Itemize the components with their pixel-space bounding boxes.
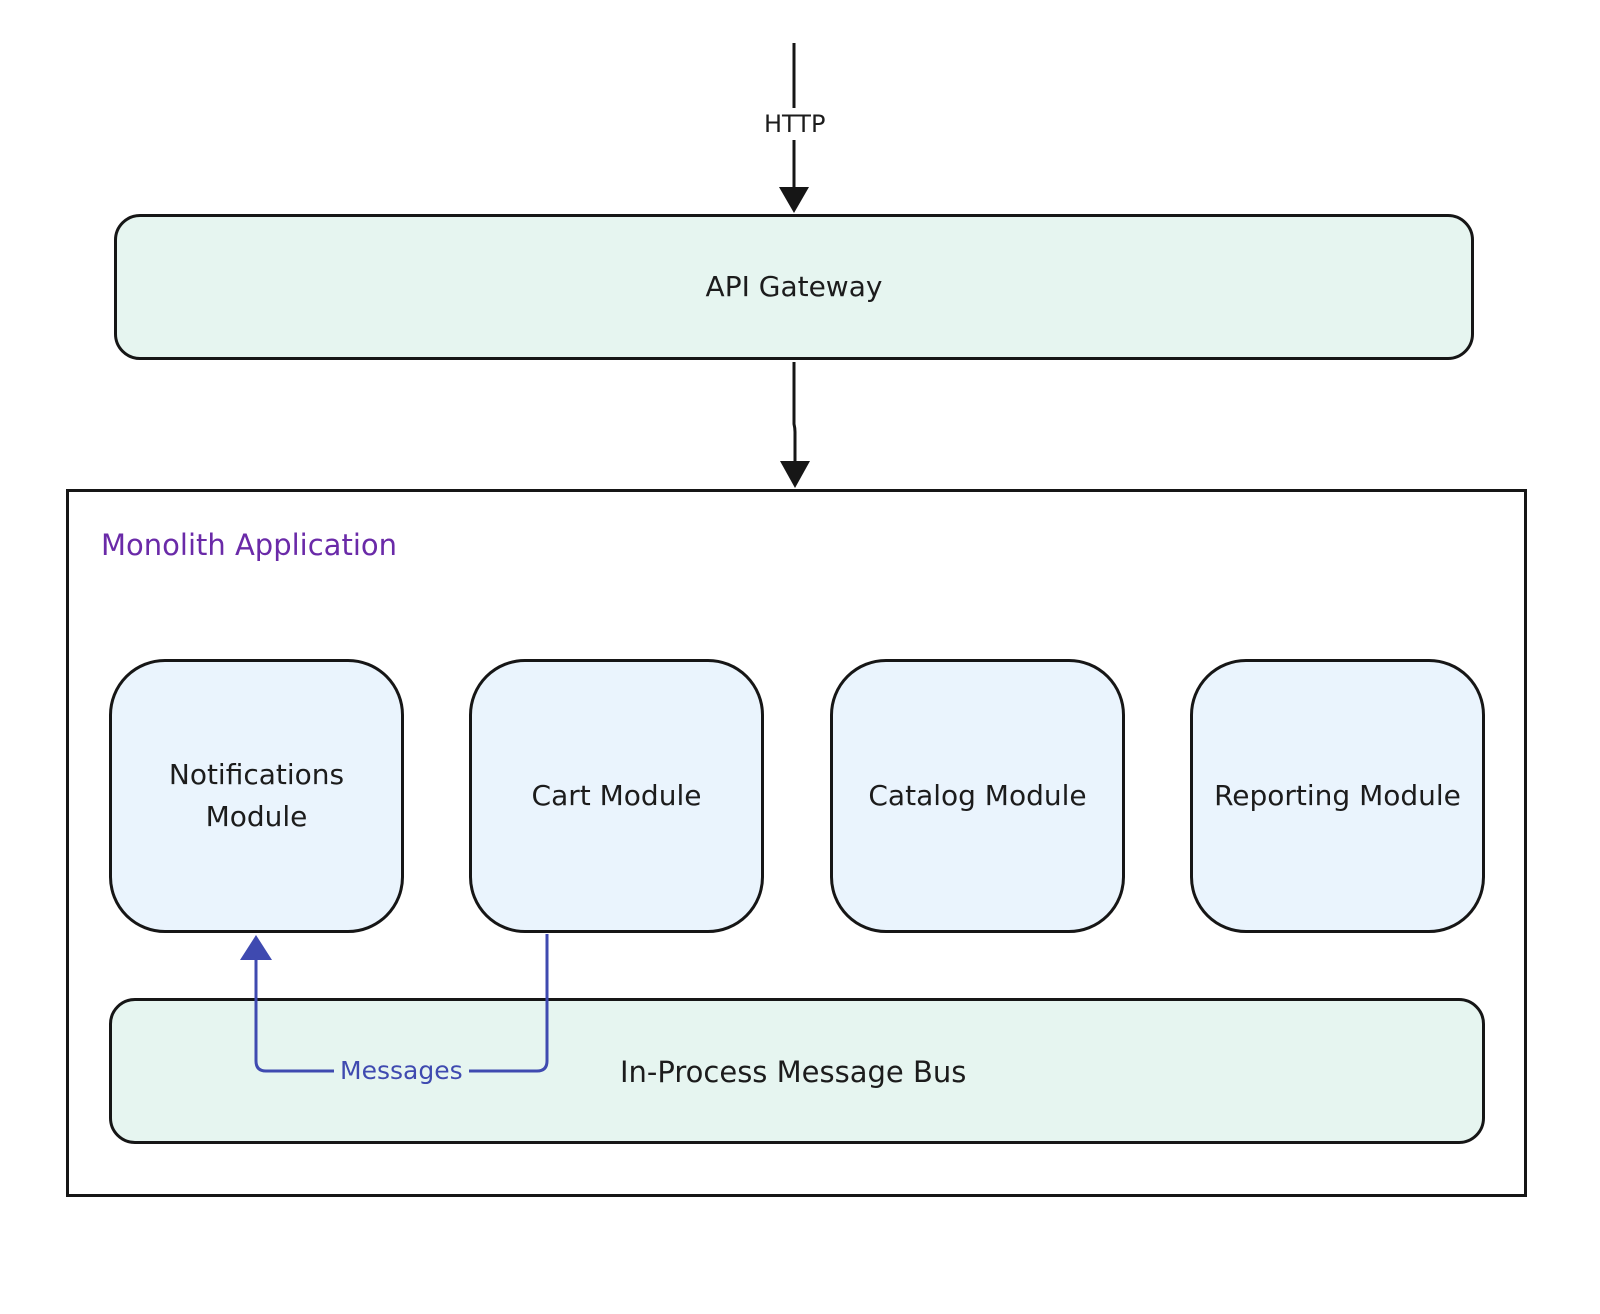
http-arrowhead [779,187,809,213]
messages-edge [254,934,549,1073]
catalog-module-label: Catalog Module [868,779,1087,812]
gateway-to-monolith-edge [792,362,797,462]
reporting-module-node[interactable]: Reporting Module [1190,659,1485,933]
cart-module-node[interactable]: Cart Module [469,659,764,933]
messages-edge-label: Messages [334,1055,469,1087]
notifications-module-node[interactable]: Notifications Module [109,659,404,933]
gateway-to-monolith-arrowhead [780,461,810,488]
notifications-module-label: Notifications Module [168,758,345,833]
api-gateway-label: API Gateway [705,270,883,303]
http-edge-label: HTTP [761,108,829,140]
container-title: Monolith Application [101,528,398,562]
catalog-module-node[interactable]: Catalog Module [830,659,1125,933]
cart-module-label: Cart Module [531,779,702,812]
messages-arrowhead [240,935,272,960]
api-gateway-node[interactable]: API Gateway [114,214,1474,360]
message-bus-label: In-Process Message Bus [620,1055,967,1089]
reporting-module-label: Reporting Module [1214,779,1461,812]
